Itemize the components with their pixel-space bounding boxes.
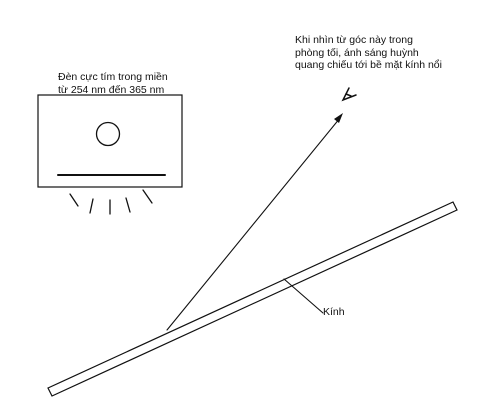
- viewpoint-caption-line: phòng tối, ánh sáng huỳnh: [295, 46, 419, 59]
- line-of-sight: [166, 117, 341, 331]
- uv-lamp-housing: [37, 94, 183, 188]
- uv-ray: [69, 193, 79, 207]
- uv-lamp-window: [95, 121, 121, 147]
- uv-lamp-caption-line: Đèn cực tím trong miền: [58, 71, 168, 83]
- uv-ray: [89, 198, 94, 214]
- glass-plate: [47, 201, 458, 397]
- uv-rays: [69, 189, 153, 215]
- glass-caption: Kính: [323, 306, 345, 318]
- uv-lamp-caption-line: từ 254 nm đến 365 nm: [58, 83, 165, 96]
- uv-ray: [142, 189, 153, 204]
- uv-ray: [125, 197, 131, 213]
- glass-leader-line: [283, 278, 324, 314]
- eye-icon: [341, 87, 357, 102]
- viewpoint-caption-line: quang chiếu tới bề mặt kính nổi: [295, 59, 442, 71]
- viewpoint-caption-line: Khi nhìn từ góc này trong: [295, 34, 413, 46]
- line-of-sight-arrowhead: [334, 113, 343, 123]
- uv-lamp-caption: Đèn cực tím trong miền từ 254 nm đến 365…: [58, 71, 168, 96]
- viewpoint-caption: Khi nhìn từ góc này trong phòng tối, ánh…: [295, 34, 442, 72]
